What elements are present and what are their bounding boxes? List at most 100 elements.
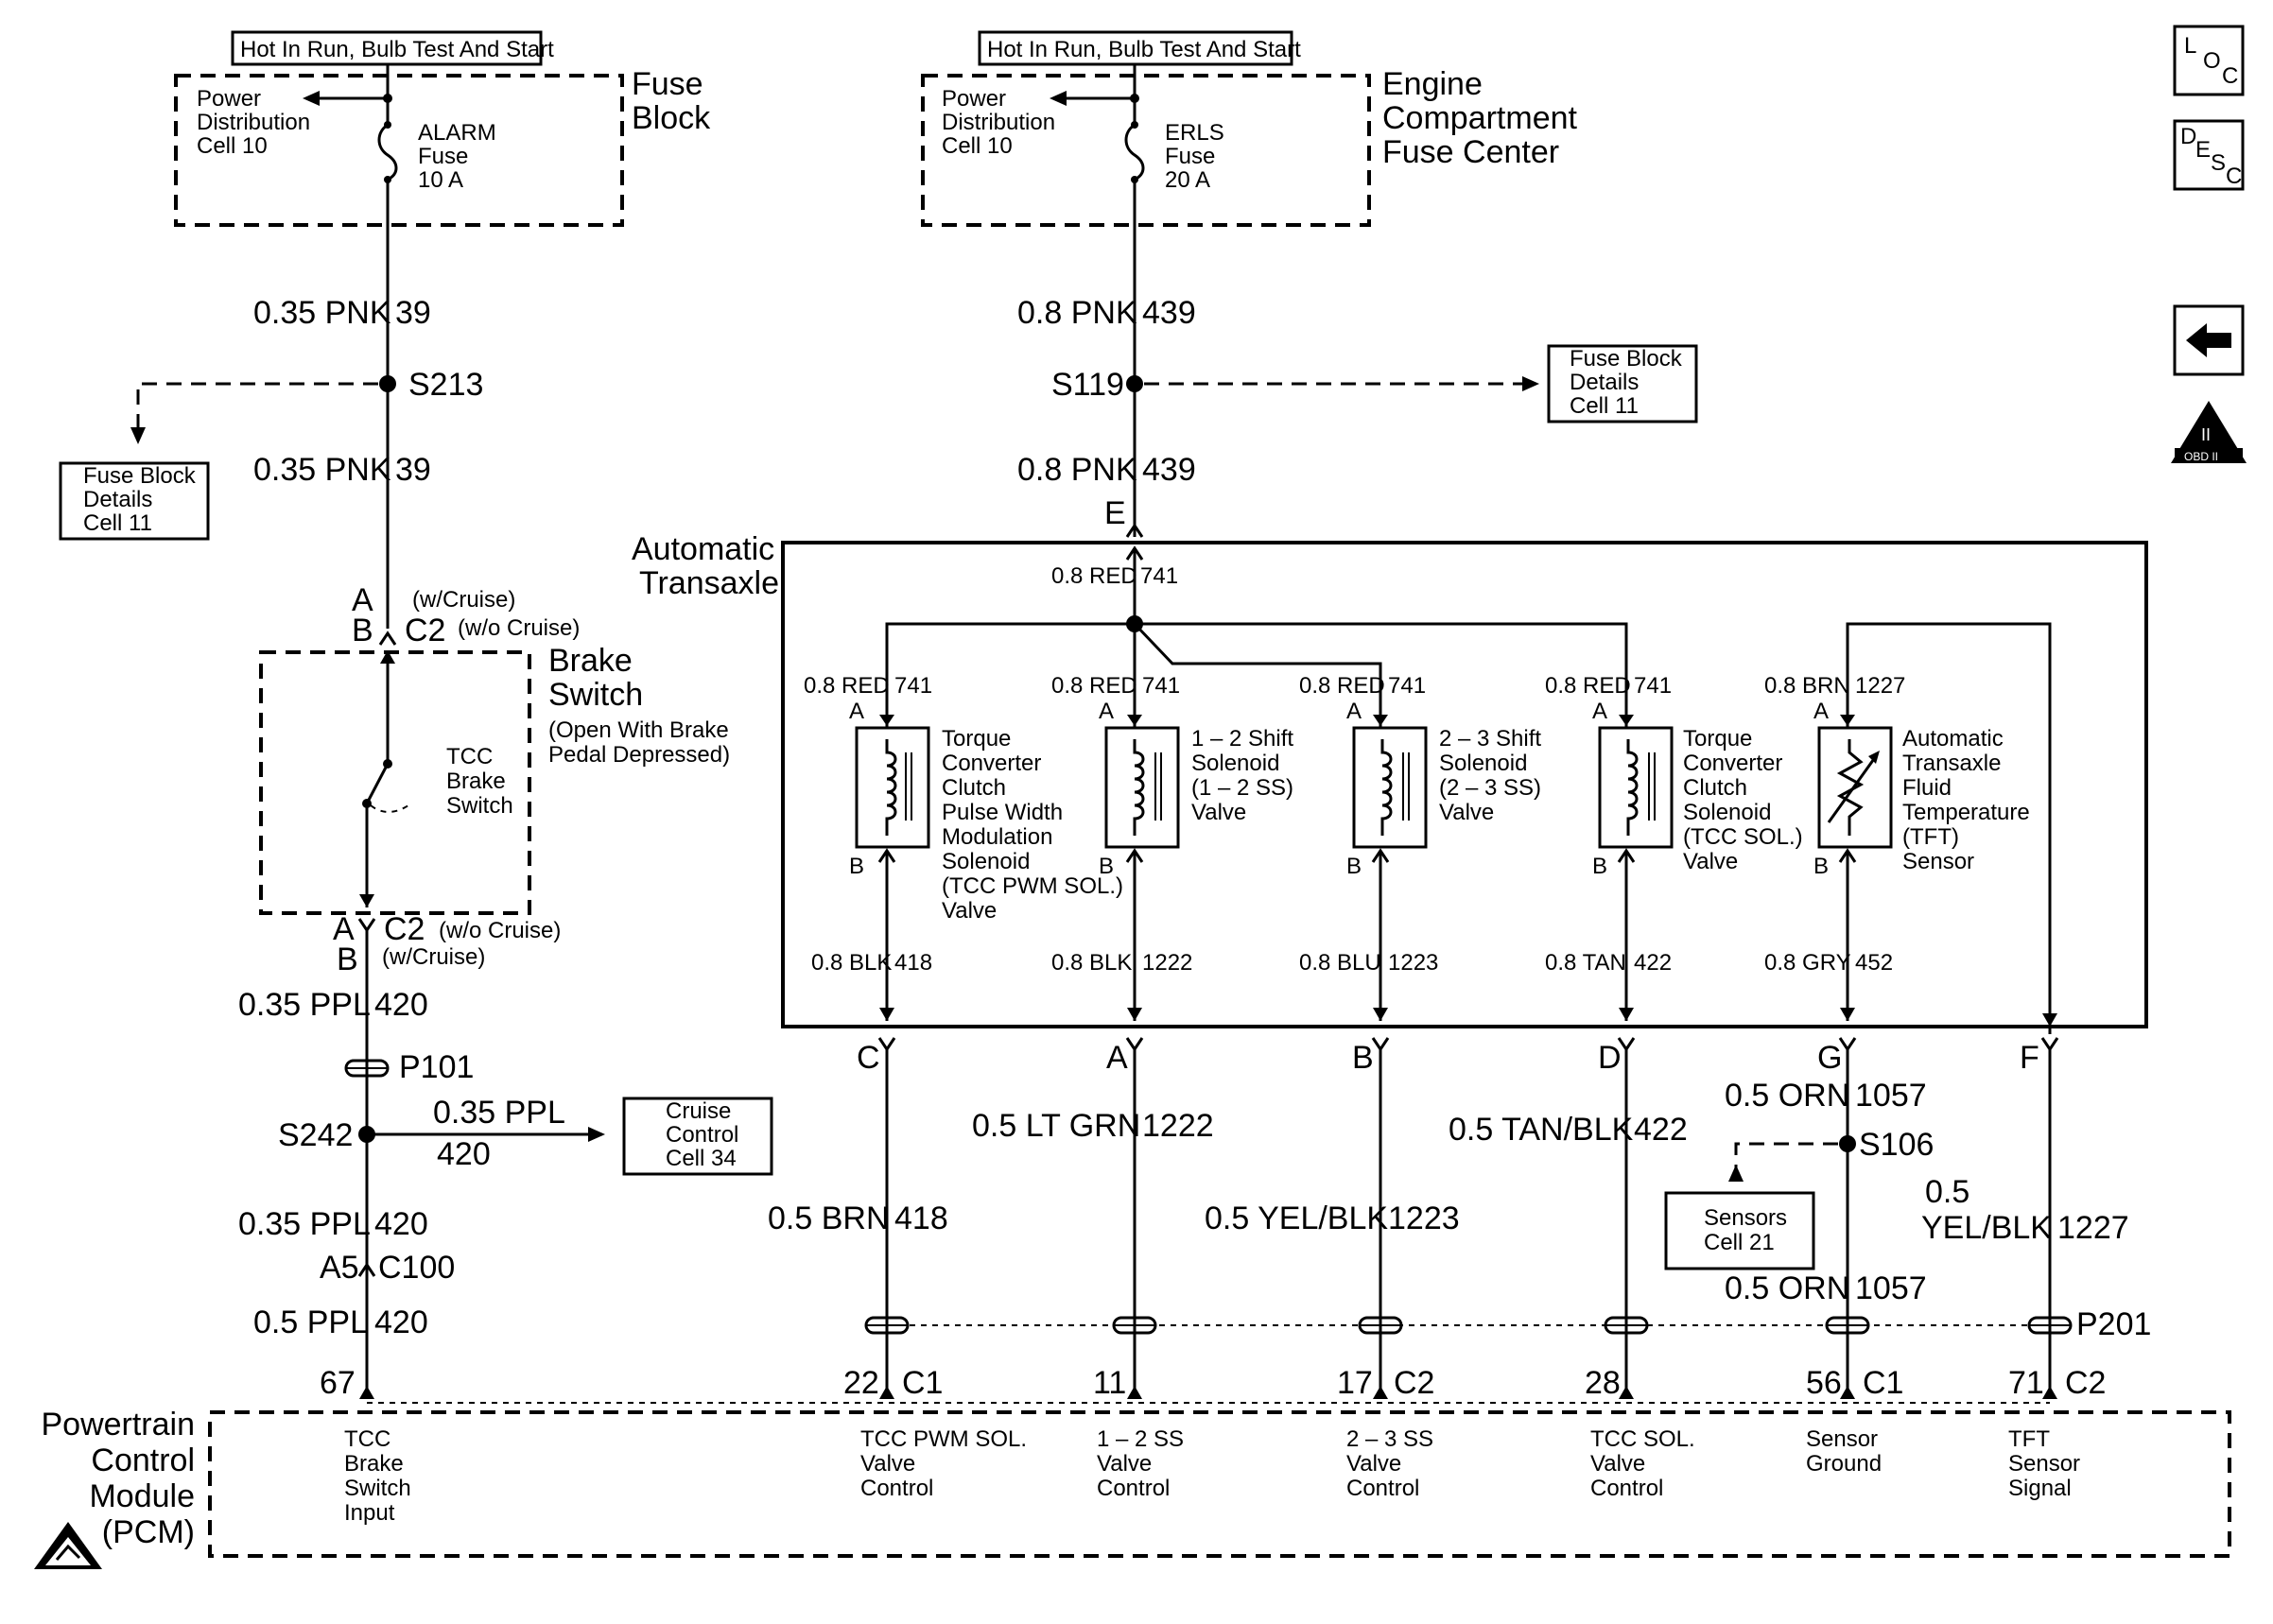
fuse-label: 10 A bbox=[418, 167, 463, 193]
splice-s213 bbox=[379, 375, 396, 392]
fuse-block-left-outline bbox=[174, 74, 624, 227]
wire-number: 1057 bbox=[1855, 1078, 1927, 1114]
solenoid-label: Torque bbox=[942, 726, 1011, 752]
pcm-input-label: Control bbox=[1097, 1476, 1170, 1501]
left-circuit: 0.35 PNK 39 S213 Fuse Block Details Cell… bbox=[59, 295, 773, 1401]
wire-gauge: 0.35 PPL bbox=[238, 987, 371, 1023]
fuse-block-name: Engine bbox=[1382, 66, 1483, 102]
bus-red-741 bbox=[885, 622, 1628, 681]
wire-gauge: 0.35 PPL bbox=[433, 1095, 565, 1131]
wire-number: 420 bbox=[374, 1206, 428, 1242]
brake-switch-note: Pedal Depressed) bbox=[548, 742, 730, 768]
brake-switch-title: Switch bbox=[548, 677, 643, 713]
pcm-input-label: Valve bbox=[860, 1451, 915, 1477]
svg-text:D: D bbox=[2180, 124, 2196, 149]
fuse-block-left: Hot In Run, Bulb Test And Start Fuse Blo… bbox=[174, 30, 711, 629]
pin-label: A bbox=[1592, 699, 1607, 724]
svg-text:II: II bbox=[2201, 425, 2211, 444]
center-circuit: 0.8 PNK 439 S119 Fuse Block Details Cell… bbox=[1017, 295, 1698, 538]
pcm-pin: 28 bbox=[1585, 1365, 1621, 1401]
wire-gauge: 0.8 BRN bbox=[1764, 673, 1850, 699]
connector-pin: F bbox=[2020, 1040, 2039, 1076]
splice-label: S242 bbox=[278, 1117, 353, 1153]
wire-gauge: 0.35 PPL bbox=[238, 1206, 371, 1242]
inline-connector-p201 bbox=[864, 1316, 2073, 1335]
power-dist-label: Distribution bbox=[197, 110, 310, 135]
connector-pin: B bbox=[352, 613, 373, 648]
pcm-pin: 11 bbox=[1093, 1365, 1126, 1401]
pcm-input-label: Switch bbox=[344, 1476, 411, 1501]
pcm-input-label: TCC PWM SOL. bbox=[860, 1426, 1027, 1452]
wire-number: 420 bbox=[437, 1136, 491, 1172]
desc-icon[interactable]: D E S C bbox=[2173, 119, 2245, 191]
connector-pin: A5 bbox=[320, 1250, 359, 1286]
solenoid-tcc-pwm: 0.8 RED 741 A B Torque Converter Clutch … bbox=[804, 673, 1123, 1021]
wire-number: 1222 bbox=[1142, 950, 1192, 976]
pcm-connector: C2 bbox=[2065, 1365, 2106, 1401]
fuse-details-text: Cell 11 bbox=[83, 510, 152, 536]
connector-pin: A bbox=[1106, 1040, 1128, 1076]
wire-number: 439 bbox=[1142, 295, 1196, 331]
sensors-text: Sensors bbox=[1704, 1205, 1787, 1231]
back-arrow-icon[interactable] bbox=[2173, 304, 2245, 376]
fuse-details-box bbox=[1547, 344, 1698, 423]
solenoid-label: Valve bbox=[942, 898, 997, 924]
pin-label: B bbox=[1813, 854, 1829, 879]
pcm-outline bbox=[208, 1410, 2231, 1558]
wire-gauge: 0.35 PNK bbox=[253, 452, 391, 488]
wire-gauge: 0.8 GRY bbox=[1764, 950, 1851, 976]
wire-gauge: 0.8 RED bbox=[1299, 673, 1385, 699]
solenoid-2-3-shift: 0.8 RED 741 A B 2 – 3 Shift Solenoid (2 … bbox=[1299, 673, 1541, 1021]
power-dist-label: Distribution bbox=[942, 110, 1055, 135]
obd-ii-icon[interactable]: II OBD II bbox=[2171, 401, 2247, 463]
note: (w/Cruise) bbox=[382, 944, 485, 970]
wire-number: 1222 bbox=[1142, 1108, 1214, 1144]
connector-pin: D bbox=[1598, 1040, 1622, 1076]
solenoid-label: Pulse Width bbox=[942, 800, 1063, 825]
splice-label: S213 bbox=[408, 367, 483, 403]
transaxle-outline bbox=[781, 541, 2148, 1028]
solenoid-label: (TCC PWM SOL.) bbox=[942, 873, 1123, 899]
connector-symbol bbox=[357, 1262, 376, 1277]
svg-text:O: O bbox=[2203, 48, 2221, 74]
wire-number: 1223 bbox=[1388, 1201, 1460, 1236]
wire-gauge: 0.5 ORN bbox=[1725, 1078, 1849, 1114]
header-text-left: Hot In Run, Bulb Test And Start bbox=[240, 37, 554, 62]
wire-number: 741 bbox=[1634, 673, 1672, 699]
pcm-input-label: Valve bbox=[1346, 1451, 1401, 1477]
fuse-block-right: Hot In Run, Bulb Test And Start Engine C… bbox=[921, 30, 1578, 537]
connector-symbol bbox=[1125, 523, 1144, 538]
wire-gauge: 0.8 RED bbox=[1051, 563, 1137, 589]
pcm-input-label: TCC SOL. bbox=[1590, 1426, 1695, 1452]
connector-name: C2 bbox=[405, 613, 445, 648]
power-dist-label: Cell 10 bbox=[942, 133, 1013, 159]
pin-label: A bbox=[849, 699, 864, 724]
sensor-label: (TFT) bbox=[1902, 824, 1959, 850]
wire-number: 39 bbox=[395, 452, 431, 488]
wire-number: 439 bbox=[1142, 452, 1196, 488]
fuse-block-right-outline bbox=[921, 74, 1371, 227]
splice-s106 bbox=[1839, 1135, 1856, 1152]
wire-number: 420 bbox=[374, 1304, 428, 1340]
switch-contact-icon bbox=[365, 763, 390, 804]
note: (w/Cruise) bbox=[412, 587, 515, 613]
transaxle-title: Automatic bbox=[632, 531, 774, 567]
wire-gauge: YEL/BLK bbox=[1921, 1210, 2052, 1246]
fuse-block-name: Fuse bbox=[632, 66, 703, 102]
wire-gauge: 0.8 PNK bbox=[1017, 452, 1137, 488]
pcm-pins: 22 C1 11 17 C2 28 56 C1 71 C2 bbox=[367, 1365, 2106, 1404]
wire-gauge: 0.8 BLU bbox=[1299, 950, 1381, 976]
wire-gauge: 0.8 RED bbox=[1545, 673, 1631, 699]
wire-gauge: 0.5 bbox=[1925, 1174, 1969, 1210]
power-dist-label: Power bbox=[197, 86, 261, 112]
tcc-brake-switch-label: Switch bbox=[446, 793, 513, 819]
loc-icon[interactable]: L O C bbox=[2173, 25, 2245, 96]
wire-number: 452 bbox=[1855, 950, 1893, 976]
solenoid-label: Converter bbox=[942, 751, 1041, 776]
wire-gauge: 0.5 LT GRN bbox=[972, 1108, 1140, 1144]
dashed-ref-line bbox=[136, 382, 378, 430]
svg-text:E: E bbox=[2195, 137, 2211, 163]
wire-gauge: 0.8 RED bbox=[804, 673, 890, 699]
wire-gauge: 0.5 BRN bbox=[768, 1201, 890, 1236]
